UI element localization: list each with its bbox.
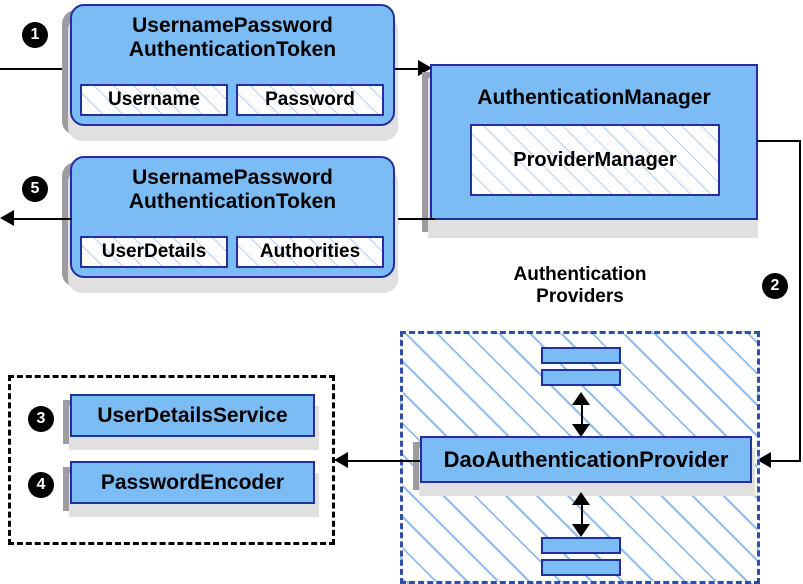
request-token-box[interactable]: UsernamePassword AuthenticationToken Use… xyxy=(70,4,395,126)
user-details-service-label: UserDetailsService xyxy=(97,403,288,427)
manager-to-provider-line-top xyxy=(757,140,801,142)
user-details-service-box[interactable]: UserDetailsService xyxy=(70,394,315,437)
manager-to-response-line xyxy=(395,218,435,220)
response-token-title-line2: AuthenticationToken xyxy=(128,189,337,213)
providers-group-label-line2: Providers xyxy=(536,285,624,307)
token-to-manager-line xyxy=(395,68,427,70)
other-provider-bar-top-1[interactable] xyxy=(541,347,621,364)
response-token-title-line1: UsernamePassword xyxy=(132,166,333,189)
step-marker-1: 1 xyxy=(22,22,48,48)
incoming-request-line xyxy=(0,68,72,70)
response-token-field-userdetails[interactable]: UserDetails xyxy=(80,236,228,268)
response-token-title: UsernamePassword AuthenticationToken xyxy=(72,166,393,213)
other-provider-bar-bottom-2[interactable] xyxy=(541,559,621,576)
request-token-field-username[interactable]: Username xyxy=(80,84,228,116)
providers-group-label: Authentication Providers xyxy=(440,264,720,308)
provider-link-top-line xyxy=(581,395,583,433)
password-encoder-label: PasswordEncoder xyxy=(100,470,285,494)
provider-link-bottom-arrow-up xyxy=(572,492,590,505)
authentication-manager-box[interactable]: AuthenticationManager ProviderManager xyxy=(430,64,758,220)
step-marker-3: 3 xyxy=(28,406,54,432)
request-token-field-password[interactable]: Password xyxy=(236,84,384,116)
provider-manager-box[interactable]: ProviderManager xyxy=(470,124,720,196)
outgoing-response-line xyxy=(14,218,72,220)
request-token-title-line2: AuthenticationToken xyxy=(128,37,337,61)
dao-authentication-provider-label: DaoAuthenticationProvider xyxy=(443,446,729,472)
response-token-box[interactable]: UsernamePassword AuthenticationToken Use… xyxy=(70,156,395,278)
provider-link-top-arrow-up xyxy=(572,392,590,405)
step-marker-2: 2 xyxy=(762,273,788,299)
dao-authentication-provider-box[interactable]: DaoAuthenticationProvider xyxy=(420,436,752,483)
manager-to-provider-line-vertical xyxy=(799,140,801,461)
outgoing-response-arrowhead xyxy=(0,210,14,226)
provider-link-bottom-line xyxy=(581,495,583,533)
provider-to-services-line xyxy=(348,460,420,462)
password-encoder-box[interactable]: PasswordEncoder xyxy=(70,461,315,504)
step-marker-4: 4 xyxy=(28,472,54,498)
manager-to-provider-arrowhead xyxy=(757,452,771,468)
request-token-title-line1: UsernamePassword xyxy=(132,14,333,37)
other-provider-bar-top-2[interactable] xyxy=(541,369,621,386)
other-provider-bar-bottom-1[interactable] xyxy=(541,537,621,554)
manager-to-provider-line-bottom xyxy=(766,460,801,462)
provider-link-bottom-arrow-down xyxy=(572,524,590,537)
step-marker-5: 5 xyxy=(22,176,48,202)
response-token-field-authorities[interactable]: Authorities xyxy=(236,236,384,268)
providers-group-label-line1: Authentication xyxy=(513,264,647,285)
request-token-title: UsernamePassword AuthenticationToken xyxy=(72,14,393,61)
authentication-manager-title: AuthenticationManager xyxy=(477,86,711,109)
provider-to-services-arrowhead xyxy=(334,452,348,468)
provider-link-top-arrow-down xyxy=(572,424,590,437)
